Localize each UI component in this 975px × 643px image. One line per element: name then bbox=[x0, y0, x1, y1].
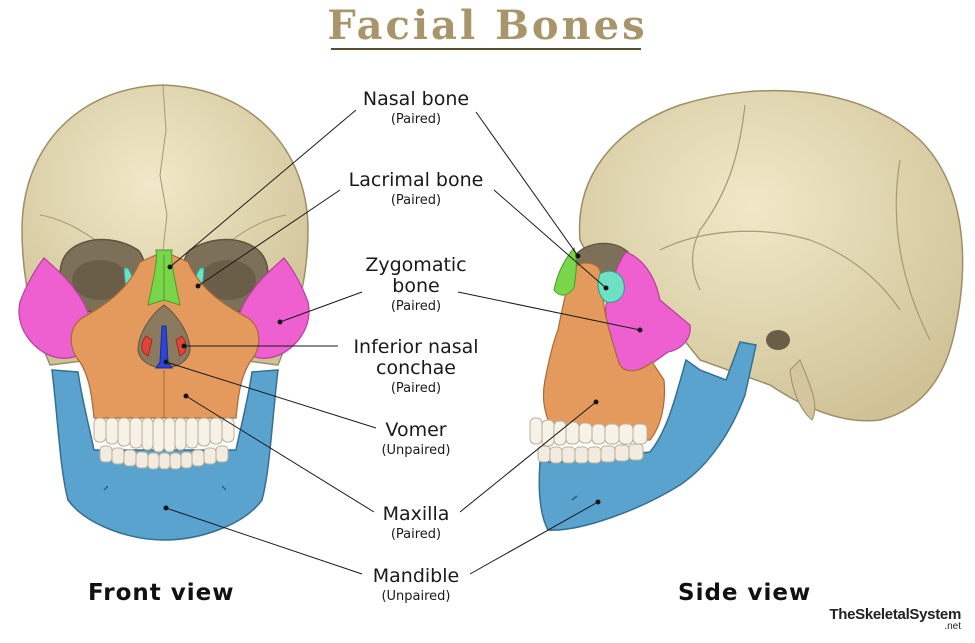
side-mental-foramen bbox=[571, 495, 578, 501]
label-conchae-name: Inferior nasal conchae bbox=[353, 336, 479, 379]
side-lower-teeth bbox=[537, 443, 644, 464]
front-suture bbox=[159, 85, 168, 251]
label-lacrimal-name: Lacrimal bone bbox=[348, 169, 484, 191]
label-vomer-name: Vomer bbox=[385, 419, 447, 441]
leader-nasal bbox=[167, 109, 581, 270]
label-zygomatic-name: Zygomatic bone bbox=[365, 254, 467, 297]
label-mandible-sub: (Unpaired) bbox=[381, 589, 451, 604]
label-maxilla-name: Maxilla bbox=[382, 503, 450, 525]
label-mandible: Mandible (Unpaired) bbox=[316, 566, 516, 605]
front-upper-teeth bbox=[93, 417, 235, 453]
label-nasal-bone: Nasal bone (Paired) bbox=[316, 89, 516, 128]
label-vomer-sub: (Unpaired) bbox=[381, 443, 451, 458]
leader-lacrimal bbox=[195, 189, 609, 291]
front-mental-foramina bbox=[103, 485, 227, 491]
side-nasal-bone bbox=[553, 246, 577, 296]
label-nasal-name: Nasal bone bbox=[362, 88, 470, 110]
front-concha-left bbox=[175, 335, 187, 357]
front-vomer bbox=[155, 325, 173, 369]
label-nasal-sub: (Paired) bbox=[390, 112, 442, 127]
side-mastoid bbox=[789, 359, 816, 421]
side-maxilla bbox=[542, 262, 666, 441]
leader-zygomatic bbox=[277, 291, 643, 333]
side-lambdoid-suture bbox=[895, 159, 931, 341]
label-lacrimal-bone: Lacrimal bone (Paired) bbox=[316, 170, 516, 209]
brand-name: TheSkeletalSystem bbox=[829, 606, 961, 623]
side-lacrimal-bone bbox=[597, 270, 625, 303]
side-coronal-suture bbox=[691, 104, 746, 291]
label-zygomatic-bone: Zygomatic bone (Paired) bbox=[316, 255, 516, 315]
label-maxilla: Maxilla (Paired) bbox=[316, 504, 516, 543]
side-view-caption: Side view bbox=[678, 580, 812, 606]
front-lower-teeth bbox=[99, 445, 229, 470]
label-zygomatic-sub: (Paired) bbox=[390, 299, 442, 314]
leader-conchae bbox=[181, 343, 338, 349]
leader-mandible bbox=[163, 499, 601, 575]
front-orbit-left-depth bbox=[200, 260, 256, 300]
side-view-skull bbox=[529, 89, 964, 531]
front-view-skull bbox=[18, 84, 310, 541]
label-mandible-name: Mandible bbox=[372, 565, 460, 587]
front-concha-right bbox=[141, 335, 153, 357]
front-view-caption: Front view bbox=[88, 580, 235, 606]
leader-lines bbox=[163, 109, 643, 575]
page-title: Facial Bones bbox=[327, 2, 648, 49]
label-conchae-sub: (Paired) bbox=[390, 381, 442, 396]
label-maxilla-sub: (Paired) bbox=[390, 527, 442, 542]
side-cranium bbox=[578, 89, 964, 422]
label-lacrimal-sub: (Paired) bbox=[390, 193, 442, 208]
leader-maxilla bbox=[183, 393, 599, 513]
front-orbit-right-depth bbox=[72, 260, 128, 300]
side-upper-teeth bbox=[529, 417, 648, 447]
title-underline bbox=[331, 48, 641, 50]
leader-vomer bbox=[163, 359, 377, 429]
side-mandible bbox=[538, 341, 757, 531]
side-squamosal-suture bbox=[659, 230, 901, 311]
side-ear-canal bbox=[766, 330, 790, 350]
label-vomer: Vomer (Unpaired) bbox=[316, 420, 516, 459]
brand-watermark: TheSkeletalSystem .net bbox=[829, 606, 961, 632]
brand-suffix: .net bbox=[944, 621, 961, 632]
label-inferior-nasal-conchae: Inferior nasal conchae (Paired) bbox=[316, 337, 516, 397]
